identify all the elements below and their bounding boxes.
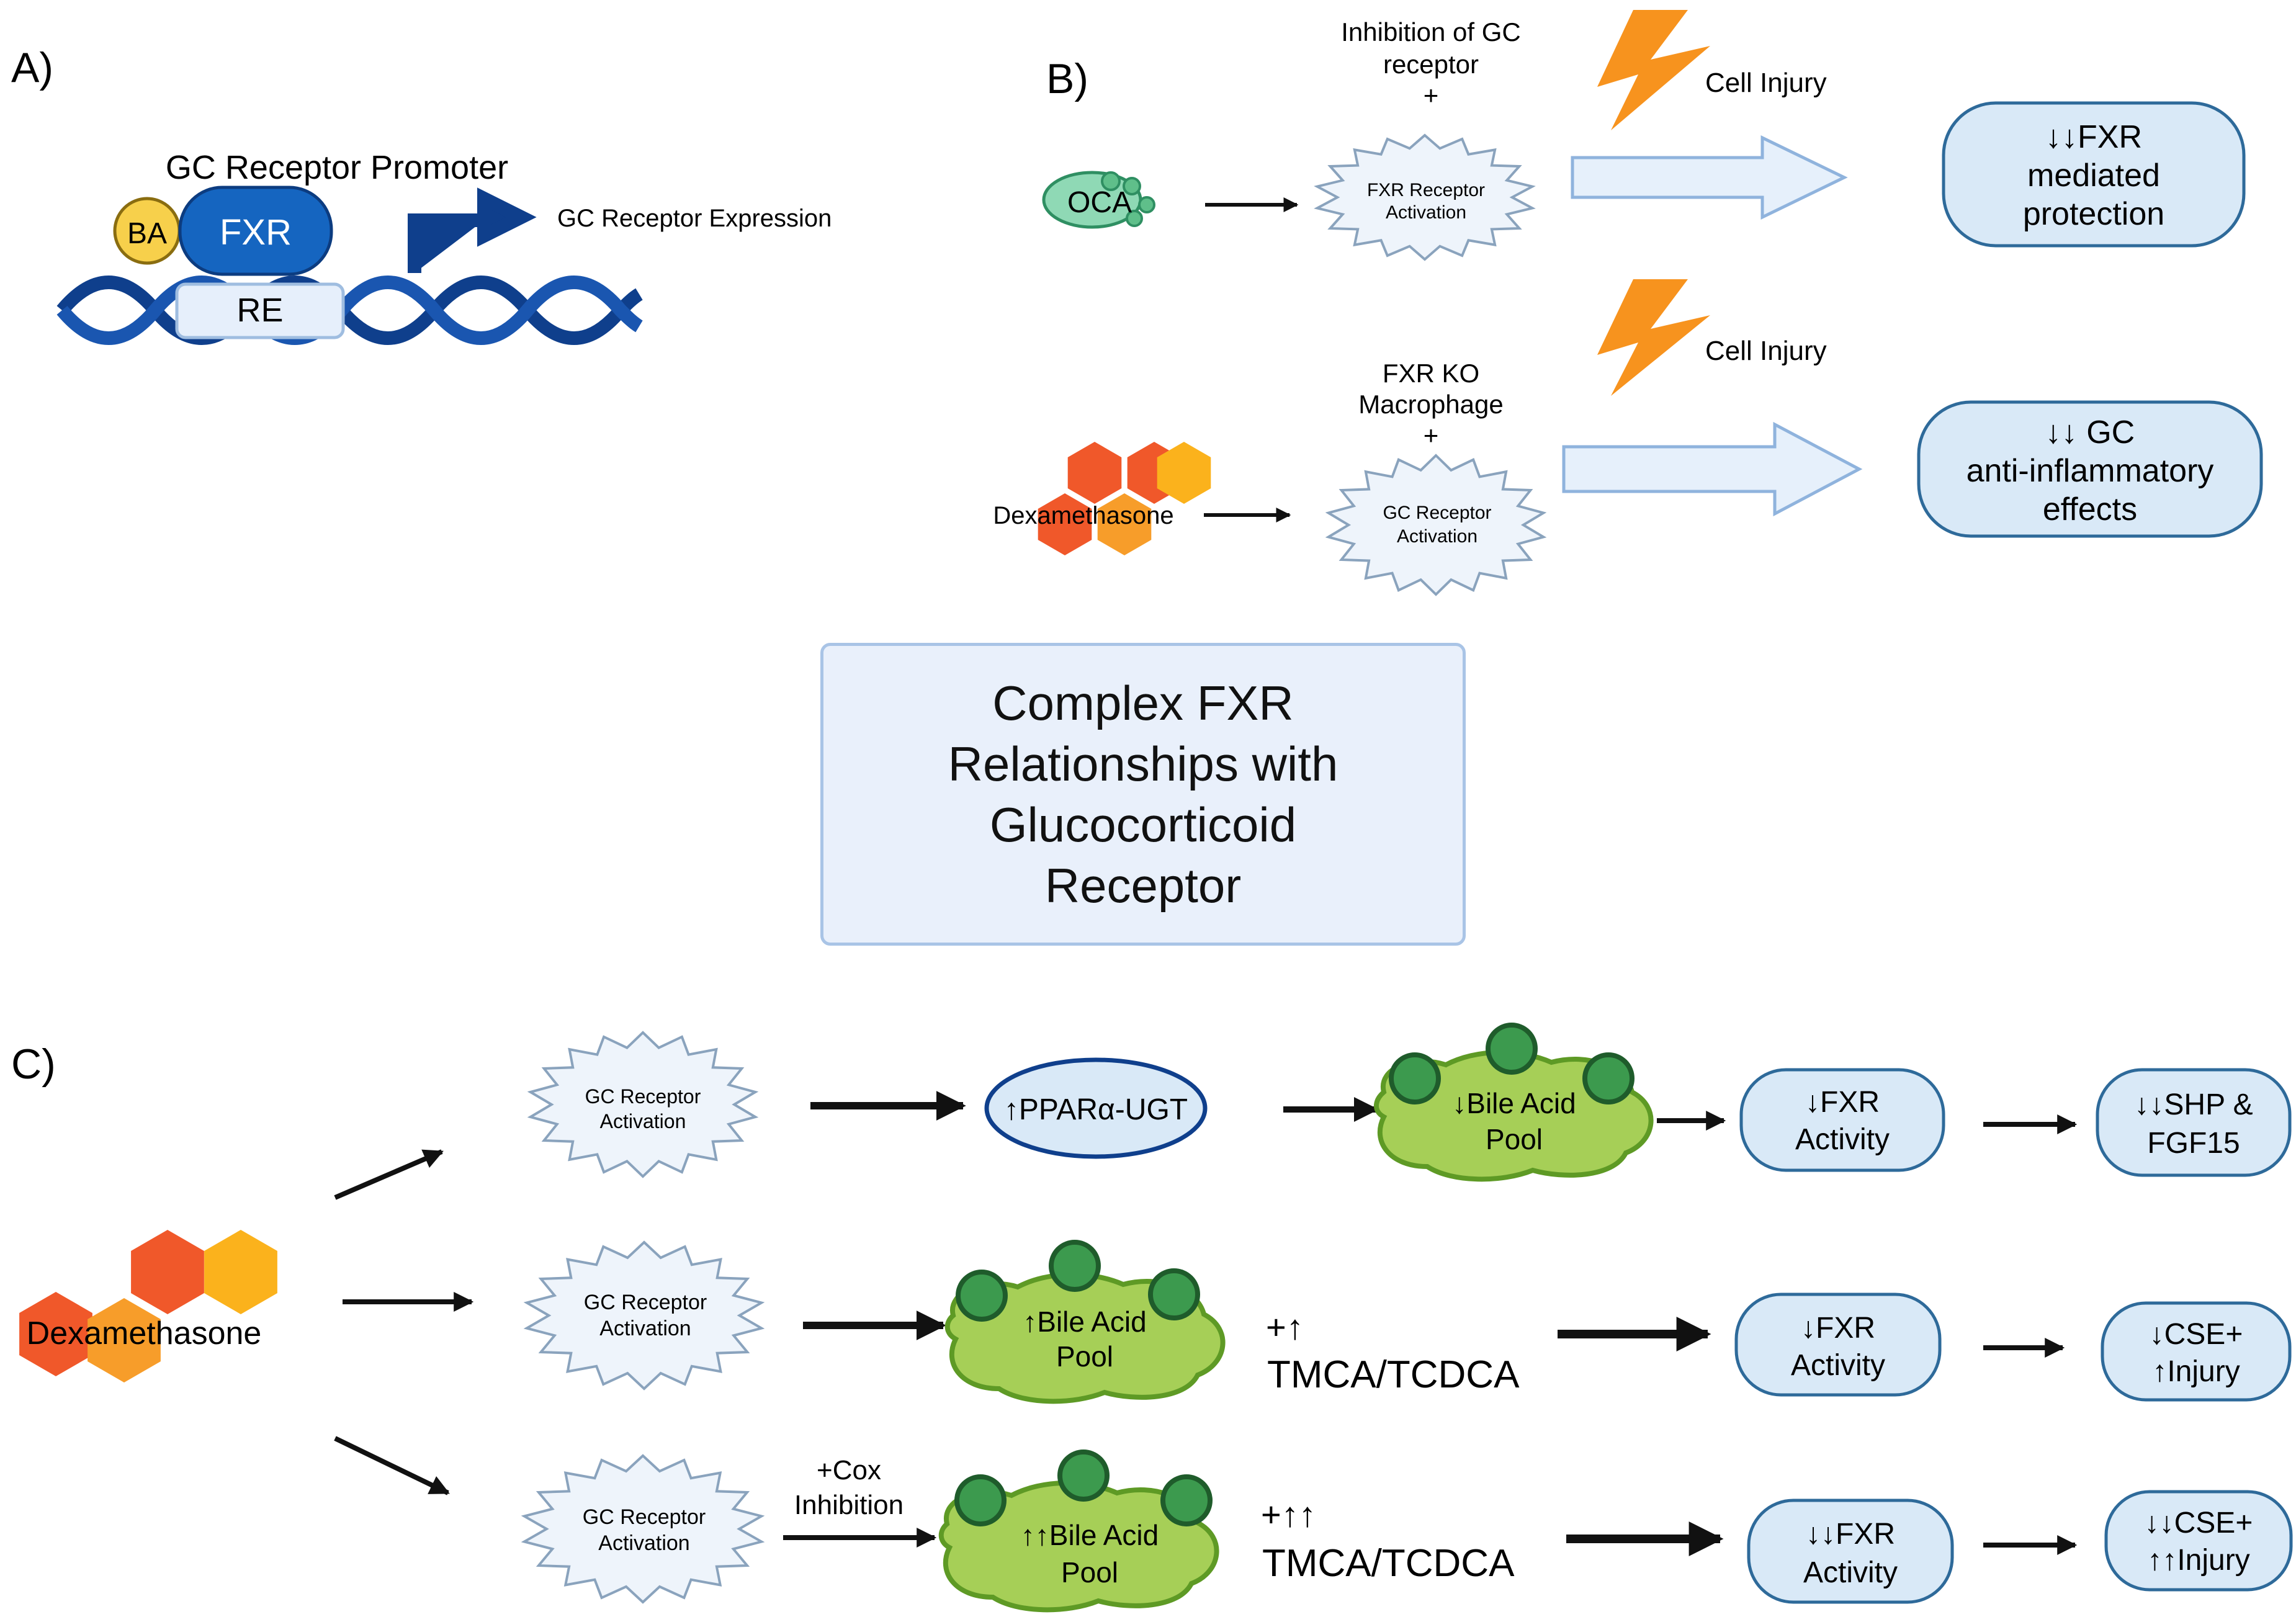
c-row2-fxr-box	[1734, 1293, 1942, 1397]
b-row1-condition-3: +	[1424, 81, 1439, 110]
cox-line-2: Inhibition	[794, 1490, 904, 1520]
c-row1-fxr-line-2: Activity	[1795, 1123, 1890, 1156]
c-row2-outcome-2: ↑Injury	[2152, 1355, 2240, 1388]
expression-label: GC Receptor Expression	[557, 205, 832, 232]
c-row3-tmca-line-2: TMCA/TCDCA	[1262, 1542, 1515, 1585]
promoter-label: GC Receptor Promoter	[166, 149, 508, 186]
b-row2-condition-3: +	[1424, 421, 1439, 450]
c-row1-activation-star	[527, 1031, 759, 1178]
b-row2-block-arrow	[1562, 421, 1863, 517]
b-row1-star-line-1: FXR Receptor	[1367, 180, 1485, 200]
b-row2-condition-2: Macrophage	[1358, 390, 1503, 419]
c-row3-star-line-2: Activation	[598, 1531, 689, 1555]
c-dexamethasone-molecule	[19, 1230, 277, 1382]
c-row2-fxr-line-1: ↓FXR	[1801, 1312, 1875, 1345]
b-row2-lightning-icon	[1597, 279, 1710, 396]
c-row1-star-line-1: GC Receptor	[585, 1085, 701, 1108]
c-row2-activation-star	[523, 1240, 765, 1391]
c-row1-outcome-1: ↓↓SHP &	[2134, 1088, 2253, 1121]
b-dexamethasone-label: Dexamethasone	[993, 502, 1173, 529]
c-row2-star-line-2: Activation	[599, 1317, 691, 1340]
b-row2-activation-star	[1325, 454, 1547, 596]
c-row2-star-line-1: GC Receptor	[584, 1291, 707, 1314]
fxr-pill	[178, 186, 333, 276]
b-row1-condition-2: receptor	[1383, 50, 1479, 79]
c-row2-bile-line-1: ↑Bile Acid	[1023, 1306, 1146, 1338]
oca-label: OCA	[1067, 186, 1132, 219]
ppar-ellipse	[984, 1057, 1208, 1159]
b-row1-injury-label: Cell Injury	[1705, 68, 1827, 98]
b-row2-outcome-2: anti-inflammatory	[1966, 453, 2214, 489]
c-row3-outcome-1: ↓↓CSE+	[2145, 1507, 2253, 1539]
re-label: RE	[236, 292, 283, 329]
c-row3-fxr-line-1: ↓↓FXR	[1806, 1518, 1895, 1551]
c-row1-bile-line-1: ↓Bile Acid	[1452, 1087, 1576, 1119]
b-row1-block-arrow	[1571, 135, 1848, 220]
c-branch-arrow-3	[334, 1436, 450, 1495]
c-row1-fxr-line-1: ↓FXR	[1805, 1086, 1880, 1119]
cox-line-1: +Cox	[817, 1455, 881, 1485]
figure-title: Complex FXR Relationships with Glucocort…	[948, 676, 1339, 913]
b-row1-condition-1: Inhibition of GC	[1341, 17, 1521, 47]
c-row2-tmca-line-1: +↑	[1266, 1307, 1304, 1346]
re-box	[175, 282, 345, 339]
b-row1-outcome-1: ↓↓FXR	[2045, 119, 2142, 155]
c-row1-bile-line-2: Pool	[1486, 1123, 1543, 1155]
c-row3-fxr-box	[1747, 1499, 1954, 1604]
ppar-label: ↑PPARα-UGT	[1004, 1093, 1188, 1126]
c-row3-activation-star	[521, 1454, 765, 1604]
c-row2-outcome-1: ↓CSE+	[2150, 1318, 2243, 1351]
expression-arrow	[408, 187, 537, 273]
panel-a-label: A)	[11, 44, 53, 91]
b-row2-star-line-1: GC Receptor	[1383, 503, 1491, 523]
oca-molecule	[1042, 171, 1155, 229]
b-row2-outcome-box	[1917, 400, 2263, 538]
c-row3-bile-acid-blob	[938, 1449, 1219, 1613]
c-row3-bile-line-1: ↑↑Bile Acid	[1021, 1519, 1159, 1551]
b-row1-outcome-2: mediated	[2027, 158, 2160, 194]
panel-b-label: B)	[1046, 55, 1088, 102]
c-row1-star-line-2: Activation	[600, 1110, 686, 1132]
fxr-label: FXR	[220, 212, 292, 253]
c-row1-outcome-2: FGF15	[2147, 1127, 2240, 1160]
c-row3-fxr-line-2: Activity	[1803, 1556, 1898, 1589]
c-row2-bile-acid-blob	[944, 1240, 1226, 1404]
c-row3-tmca-line-1: +↑↑	[1261, 1495, 1316, 1534]
c-row1-bile-acid-blob	[1374, 1023, 1654, 1182]
c-row3-bile-line-2: Pool	[1061, 1556, 1118, 1588]
c-row1-fxr-box	[1739, 1068, 1945, 1172]
c-row3-outcome-box	[2104, 1490, 2293, 1592]
c-dexamethasone-label: Dexamethasone	[27, 1315, 262, 1351]
b-row2-star-line-2: Activation	[1397, 526, 1478, 547]
c-row2-bile-line-2: Pool	[1056, 1340, 1113, 1373]
title-box: Complex FXR Relationships with Glucocort…	[820, 643, 1466, 946]
dna-strand-2	[56, 276, 643, 345]
b-row2-outcome-1: ↓↓ GC	[2045, 414, 2135, 450]
c-row3-star-line-1: GC Receptor	[583, 1505, 706, 1529]
b-row1-outcome-3: protection	[2023, 196, 2164, 232]
b-row2-condition-1: FXR KO	[1383, 359, 1479, 388]
panel-c-label: C)	[11, 1041, 56, 1088]
b-dexamethasone-molecule	[1038, 442, 1211, 555]
c-row1-outcome-box	[2096, 1068, 2292, 1177]
c-row2-fxr-line-2: Activity	[1791, 1349, 1885, 1382]
b-row1-activation-star	[1314, 133, 1536, 261]
c-row2-outcome-box	[2101, 1301, 2292, 1402]
c-row2-tmca-line-2: TMCA/TCDCA	[1267, 1353, 1520, 1396]
dna-helix	[56, 276, 643, 345]
b-row1-lightning-icon	[1597, 10, 1710, 130]
c-branch-arrow-1	[334, 1149, 444, 1200]
b-row1-outcome-box	[1942, 101, 2246, 248]
b-row1-star-line-2: Activation	[1386, 202, 1466, 223]
b-row2-injury-label: Cell Injury	[1705, 336, 1827, 366]
ba-label: BA	[127, 217, 167, 250]
c-row3-outcome-2: ↑↑Injury	[2147, 1544, 2249, 1577]
b-row2-outcome-3: effects	[2043, 491, 2137, 527]
